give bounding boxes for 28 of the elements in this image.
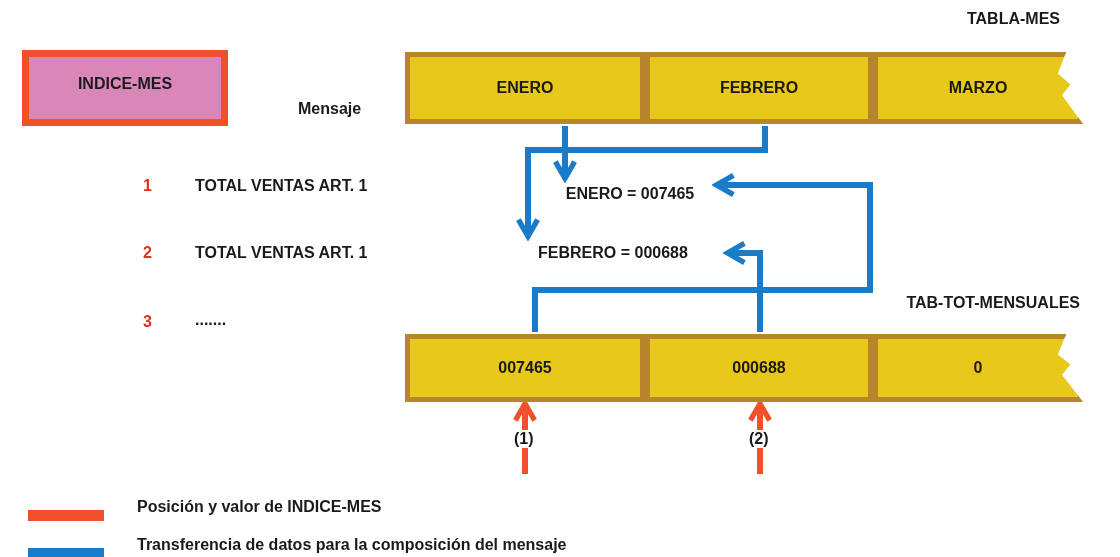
table-cell: ENERO	[405, 52, 645, 124]
arrow	[747, 400, 773, 474]
edge-label: (1)	[512, 430, 536, 448]
equation-text: FEBRERO = 000688	[500, 238, 726, 268]
table-title: TAB-TOT-MENSUALES	[906, 294, 1080, 312]
table-cell: FEBRERO	[645, 52, 873, 124]
arrow	[724, 240, 763, 332]
table-cell: 007465	[405, 334, 645, 402]
table-cell: 000688	[645, 334, 873, 402]
list-item: TOTAL VENTAS ART. 1	[195, 177, 368, 195]
arrow	[532, 172, 873, 332]
list-number: 1	[143, 177, 152, 195]
arrow	[552, 126, 578, 182]
equation-text: ENERO = 007465	[545, 180, 715, 208]
edge-label: (2)	[747, 430, 771, 448]
arrow	[512, 400, 538, 474]
list-item: TOTAL VENTAS ART. 1	[195, 244, 368, 262]
arrow	[515, 126, 768, 240]
table-title: TABLA-MES	[966, 10, 1060, 28]
list-number: 2	[143, 244, 152, 262]
list-number: 3	[143, 313, 152, 331]
torn-table-cell: MARZO	[873, 52, 1083, 124]
list-item: .......	[195, 311, 227, 329]
legend-text: Posición y valor de INDICE-MES	[137, 498, 382, 516]
caption-text: Mensaje	[298, 100, 362, 118]
legend-text: Transferencia de datos para la composición del mensaje	[137, 536, 567, 554]
torn-table-cell: 0	[873, 334, 1083, 402]
index-box: INDICE-MES	[22, 50, 228, 126]
